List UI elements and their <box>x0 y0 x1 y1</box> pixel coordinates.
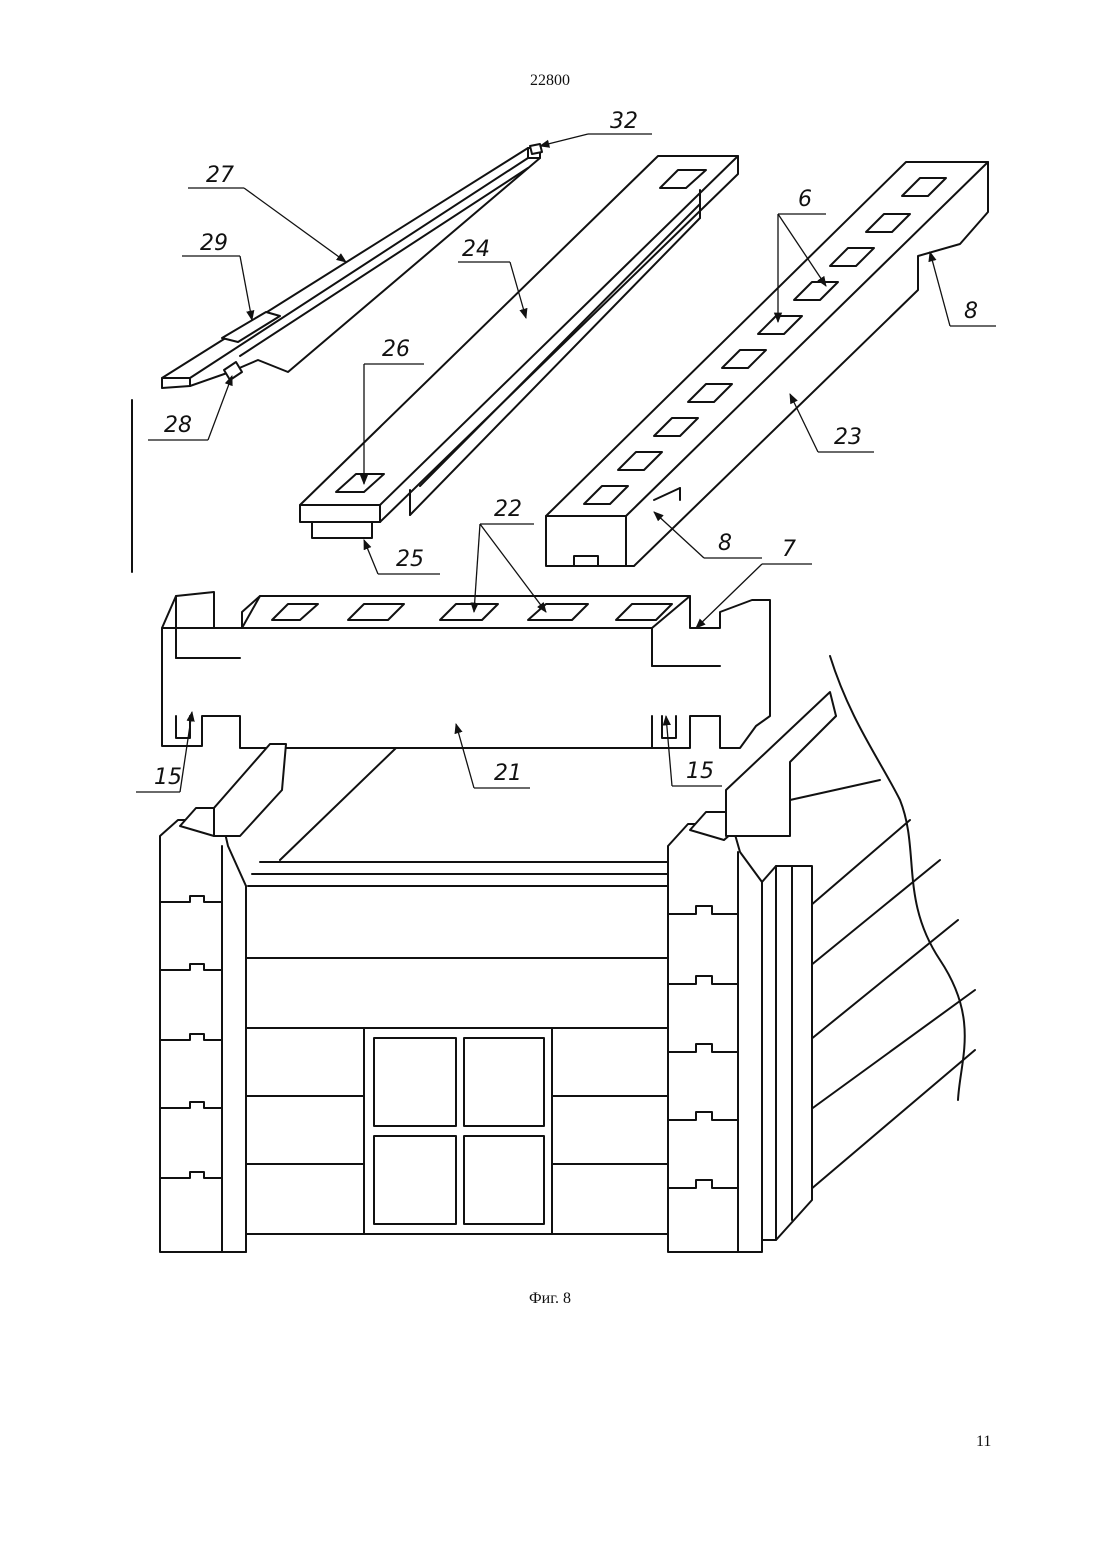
tenon-25 <box>312 522 372 538</box>
callout-29: 29 <box>200 231 228 256</box>
callout-25: 25 <box>396 547 424 572</box>
callout-15-left: 15 <box>154 765 182 790</box>
callout-32: 32 <box>610 109 638 134</box>
callout-27: 27 <box>206 163 234 188</box>
callout-23: 23 <box>834 425 862 450</box>
callout-7: 7 <box>782 537 796 562</box>
callout-28: 28 <box>164 413 192 438</box>
callout-15-right: 15 <box>686 759 714 784</box>
callout-8-left: 8 <box>718 531 732 556</box>
callout-6: 6 <box>798 187 812 212</box>
callout-26: 26 <box>382 337 410 362</box>
page-number: 11 <box>976 1433 991 1451</box>
part-21-block <box>162 592 770 748</box>
callout-22: 22 <box>494 497 522 522</box>
callout-24: 24 <box>462 237 490 262</box>
callout-21: 21 <box>494 761 522 786</box>
callout-8-right: 8 <box>964 299 978 324</box>
figure-caption: Фиг. 8 <box>0 1290 1100 1308</box>
